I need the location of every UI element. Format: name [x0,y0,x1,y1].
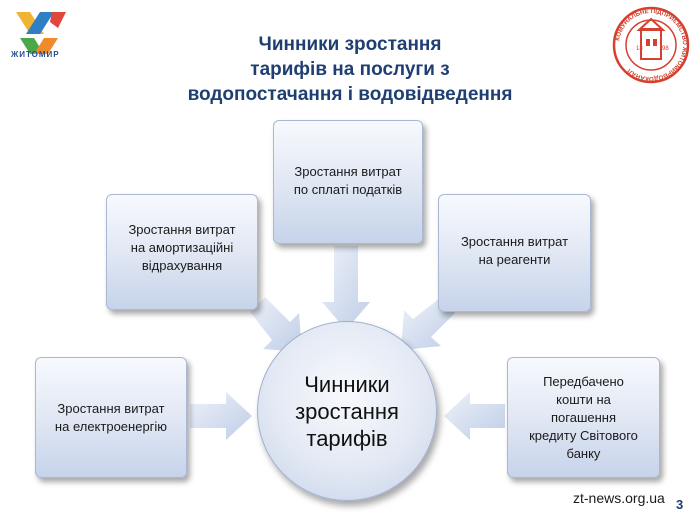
factor-text: Зростання витрат [128,222,236,237]
logo-year-left: 18 [636,46,643,52]
central-node: Чинники зростання тарифів [257,321,437,501]
factor-box-world-bank: Передбачено кошти на погашення кредиту С… [507,357,660,478]
factor-box-electricity: Зростання витрат на електроенергію [35,357,187,478]
central-text: Чинники [304,371,390,397]
zhytomyr-logo-text: ЖИТОМИР [11,50,60,59]
central-text: тарифів [306,425,388,451]
factor-text: кредиту Світового [529,427,638,443]
page-title: Чинники зростання тарифів на послуги з в… [150,32,550,107]
watermark-site: zt-news.org.ua [573,490,665,506]
title-line: Чинники зростання [258,34,442,55]
factor-text: погашення [550,409,616,425]
factor-text: Передбачено [543,373,624,389]
factor-box-taxes: Зростання витрат по сплаті податків [273,120,423,244]
factor-text: кошти на [556,391,611,407]
factor-text: на реагенти [478,252,551,267]
factor-box-amortization: Зростання витрат на амортизаційні відрах… [106,194,258,310]
factor-text: на амортизаційні [130,240,234,255]
central-text: зростання [295,398,399,424]
factor-text: Зростання витрат [57,400,165,416]
arrow-from-taxes [322,246,370,330]
factor-text: на електроенергію [54,418,168,434]
zhytomyrvodokanal-logo: 18 98 КОМУНАЛЬНЕ ПІДПРИЄМСТВО ЖИТОМИРВОД… [612,6,690,84]
zhytomyr-city-logo [16,12,66,54]
title-line: тарифів на послуги з [250,59,450,80]
logo-year-right: 98 [662,46,669,52]
factor-text: банку [566,445,601,461]
arrow-from-world-bank [444,392,505,440]
factor-text: відрахування [141,258,223,273]
factor-box-reagents: Зростання витрат на реагенти [438,194,591,312]
factor-text: по сплаті податків [293,182,403,197]
arrow-from-electricity [190,392,252,440]
factor-text: Зростання витрат [294,164,402,179]
page-number: 3 [676,497,684,512]
factor-text: Зростання витрат [460,234,569,249]
arrow-from-amortization [250,297,302,352]
title-line: водопостачання і водовідведення [187,84,513,105]
